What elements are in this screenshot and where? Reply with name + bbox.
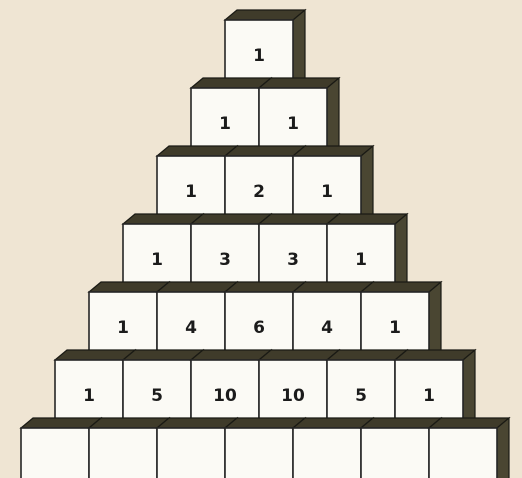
- cube-2-2: 1: [293, 146, 373, 224]
- cube-top-face: [225, 282, 305, 292]
- cube-top-face: [327, 214, 407, 224]
- cube-front-face: [157, 428, 225, 478]
- cube-front-face: [429, 428, 497, 478]
- cube-top-face: [259, 78, 339, 88]
- cube-top-face: [157, 146, 237, 156]
- cube-top-face: [191, 214, 271, 224]
- cube-top-face: [123, 350, 203, 360]
- cube-3-3: 1: [327, 214, 407, 292]
- cube-top-face: [191, 78, 271, 88]
- cube-number: 2: [253, 182, 265, 202]
- cube-number: 6: [253, 318, 265, 338]
- cube-top-face: [89, 418, 169, 428]
- cube-number: 3: [287, 250, 299, 270]
- cube-side-face: [361, 146, 373, 224]
- cube-front-face: [225, 428, 293, 478]
- cube-top-face: [89, 282, 169, 292]
- cube-0-0: 1: [225, 10, 305, 88]
- cube-top-face: [157, 282, 237, 292]
- cube-top-face: [395, 350, 475, 360]
- cube-number: 1: [423, 386, 435, 406]
- cube-top-face: [225, 418, 305, 428]
- cube-number: 3: [219, 250, 231, 270]
- cube-front-face: [21, 428, 89, 478]
- cube-top-face: [293, 282, 373, 292]
- cube-side-face: [395, 214, 407, 292]
- cube-number: 10: [213, 386, 237, 406]
- cube-top-face: [225, 10, 305, 20]
- cube-front-face: [293, 428, 361, 478]
- cube-top-face: [123, 214, 203, 224]
- cube-top-face: [361, 282, 441, 292]
- cube-number: 1: [321, 182, 333, 202]
- cube-number: 1: [389, 318, 401, 338]
- cube-top-face: [259, 350, 339, 360]
- cube-number: 1: [253, 46, 265, 66]
- cube-top-face: [293, 418, 373, 428]
- cube-top-face: [55, 350, 135, 360]
- cube-number: 5: [355, 386, 367, 406]
- cube-5-5: 1: [395, 350, 475, 428]
- cube-number: 1: [117, 318, 129, 338]
- cube-top-face: [157, 418, 237, 428]
- cube-top-face: [361, 418, 441, 428]
- cube-number: 1: [287, 114, 299, 134]
- cube-side-face: [327, 78, 339, 156]
- cube-front-face: [89, 428, 157, 478]
- cube-1-1: 1: [259, 78, 339, 156]
- cube-side-face: [497, 418, 509, 478]
- cube-number: 1: [151, 250, 163, 270]
- cube-number: 1: [219, 114, 231, 134]
- cube-top-face: [429, 418, 509, 428]
- cube-number: 4: [321, 318, 333, 338]
- cube-number: 1: [83, 386, 95, 406]
- cube-top-face: [327, 350, 407, 360]
- cube-number: 10: [281, 386, 305, 406]
- cube-top-face: [293, 146, 373, 156]
- cube-side-face: [293, 10, 305, 88]
- cube-top-face: [259, 214, 339, 224]
- cube-top-face: [225, 146, 305, 156]
- cube-number: 4: [185, 318, 197, 338]
- cube-top-face: [191, 350, 271, 360]
- cube-side-face: [429, 282, 441, 360]
- cube-number: 1: [185, 182, 197, 202]
- cube-6-6: [429, 418, 509, 478]
- cube-top-face: [21, 418, 101, 428]
- cube-number: 1: [355, 250, 367, 270]
- cube-4-4: 1: [361, 282, 441, 360]
- cube-number: 5: [151, 386, 163, 406]
- cube-side-face: [463, 350, 475, 428]
- cube-front-face: [361, 428, 429, 478]
